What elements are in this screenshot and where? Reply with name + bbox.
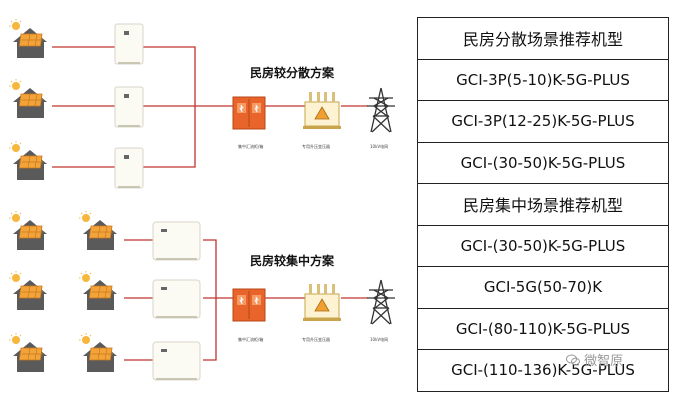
scheme-title: 民房较集中方案 bbox=[250, 253, 335, 268]
solar-house-icon bbox=[8, 18, 48, 59]
scheme-title: 民房较分散方案 bbox=[250, 65, 335, 80]
solar-house-icon bbox=[8, 270, 48, 311]
table-row: GCI-(30-50)K-5G-PLUS bbox=[417, 224, 669, 267]
transmission-tower-icon bbox=[366, 87, 396, 133]
inverter-icon bbox=[152, 279, 201, 319]
solar-house-icon bbox=[8, 140, 48, 181]
model-cell: GCI-(80-110)K-5G-PLUS bbox=[417, 307, 669, 350]
solar-house-icon bbox=[8, 332, 48, 373]
scheme-concentrated: 民房较集中方案 集中汇流柜/箱 专用升压变压器 10kV电网 bbox=[8, 210, 396, 381]
pv-connection-diagram: 民房较分散方案 集中汇流柜/箱 专用升压变压器 10kV电网 民房较集中方案 集… bbox=[8, 18, 396, 381]
transformer-label: 专用升压变压器 bbox=[302, 336, 330, 342]
watermark-text: 微智原 bbox=[584, 354, 624, 369]
watermark: 微智原 bbox=[566, 350, 623, 369]
section-header: 民房集中场景推荐机型 bbox=[417, 183, 669, 226]
transformer-icon bbox=[302, 91, 342, 130]
solar-house-icon bbox=[78, 210, 118, 251]
grid-label: 10kV电网 bbox=[370, 336, 388, 342]
scheme-dispersed: 民房较分散方案 集中汇流柜/箱 专用升压变压器 10kV电网 bbox=[8, 18, 396, 189]
solar-house-icon bbox=[78, 332, 118, 373]
solar-house-icon bbox=[78, 270, 118, 311]
model-cell: GCI-3P(5-10)K-5G-PLUS bbox=[417, 58, 669, 101]
combiner-box-icon bbox=[232, 96, 266, 130]
wiring bbox=[124, 239, 368, 361]
table-row: GCI-3P(12-25)K-5G-PLUS bbox=[417, 100, 669, 143]
transmission-tower-icon bbox=[366, 279, 396, 325]
recommended-models-table: 民房分散场景推荐机型 GCI-3P(5-10)K-5G-PLUS GCI-3P(… bbox=[417, 17, 669, 392]
model-cell: GCI-(30-50)K-5G-PLUS bbox=[417, 224, 669, 267]
table-row: 民房分散场景推荐机型 bbox=[417, 17, 669, 60]
inverter-icon bbox=[152, 221, 201, 261]
combiner-box-icon bbox=[232, 288, 266, 322]
model-cell: GCI-(30-50)K-5G-PLUS bbox=[417, 141, 669, 184]
inverter-icon bbox=[114, 147, 144, 189]
model-cell: GCI-3P(12-25)K-5G-PLUS bbox=[417, 100, 669, 143]
table-row: GCI-5G(50-70)K bbox=[417, 266, 669, 309]
transformer-label: 专用升压变压器 bbox=[302, 143, 330, 149]
transformer-icon bbox=[302, 283, 342, 322]
wechat-icon bbox=[566, 354, 580, 366]
table-row: GCI-3P(5-10)K-5G-PLUS bbox=[417, 58, 669, 101]
table-row: GCI-(110-136)K-5G-PLUS bbox=[417, 349, 669, 392]
model-cell: GCI-5G(50-70)K bbox=[417, 266, 669, 309]
table-row: GCI-(30-50)K-5G-PLUS bbox=[417, 141, 669, 184]
table-row: GCI-(80-110)K-5G-PLUS bbox=[417, 307, 669, 350]
wiring bbox=[52, 46, 368, 168]
inverter-icon bbox=[152, 341, 201, 381]
inverter-icon bbox=[114, 23, 144, 65]
solar-house-icon bbox=[8, 78, 48, 119]
inverter-icon bbox=[114, 86, 144, 128]
table-row: 民房集中场景推荐机型 bbox=[417, 183, 669, 226]
model-cell: GCI-(110-136)K-5G-PLUS bbox=[417, 349, 669, 392]
combiner-label: 集中汇流柜/箱 bbox=[238, 336, 263, 342]
combiner-label: 集中汇流柜/箱 bbox=[238, 143, 263, 149]
solar-house-icon bbox=[8, 210, 48, 251]
grid-label: 10kV电网 bbox=[370, 143, 388, 149]
section-header: 民房分散场景推荐机型 bbox=[417, 17, 669, 60]
